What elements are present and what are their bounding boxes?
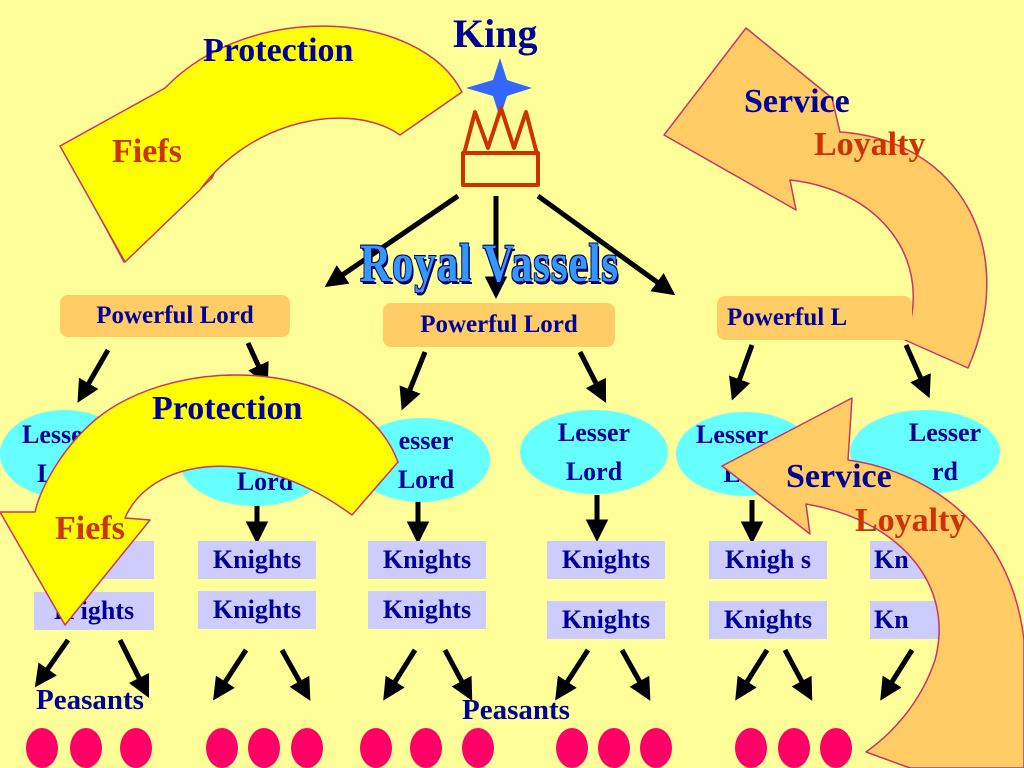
peasant-dot [70,728,102,768]
lesser-lord-6: Lesser rd [850,410,1000,494]
arrow-knights-to-peasants-2a [213,648,249,701]
royal-vassals-title: Royal Vassels [360,233,619,293]
peasant-dot [248,728,280,768]
peasants-label-1: Peasants [36,684,144,716]
arrow-plord2-to-lesser-3 [399,351,428,411]
mid-left-protection-label: Protection [152,390,303,427]
lesser-lord-4: Lesser Lord [520,410,668,494]
knights-row1-4: Knights [547,541,665,579]
mid-left-fiefs-label: Fiefs [55,510,125,547]
protection-fiefs-curved-arrow-top-body [59,25,463,263]
arrow-knights-to-peasants-1a [34,638,71,688]
arrow-plord1-to-lesser-2 [245,341,269,387]
knights-row1-3: Knights [368,541,486,579]
peasant-dot [410,728,442,768]
peasant-dot [820,728,852,768]
arrow-knights-to-peasants-6a [880,648,915,701]
arrow-plord3-to-lesser-6 [903,343,931,399]
top-left-fiefs-label: Fiefs [112,133,182,170]
peasants-label-2: Peasants [462,694,570,726]
powerful-lord-3: Powerful L [717,296,912,340]
peasant-dot [598,728,630,768]
king-label: King [453,11,538,56]
powerful-lord-2: Powerful Lord [383,303,615,347]
knights-row1-2: Knights [198,541,316,579]
knights-row2-5: Knights [709,601,827,639]
service-loyalty-curved-arrow-middle [721,397,1024,768]
knights-row1-5: Knigh s [709,541,827,579]
knights-row2-2: Knights [198,591,316,629]
protection-fiefs-curved-arrow-middle [0,374,399,626]
peasant-dot [778,728,810,768]
arrow-plord2-to-lesser-4 [577,350,607,404]
peasant-dot [360,728,392,768]
mid-right-service-label: Service [786,458,892,495]
peasant-dot [206,728,238,768]
arrow-king-to-lord-3 [536,193,676,296]
top-left-protection-label: Protection [203,32,354,69]
peasant-dot [26,728,58,768]
top-right-service-label: Service [744,83,850,120]
peasant-dot [462,728,494,768]
arrow-plord3-to-lesser-5 [729,344,755,401]
arrow-knights-to-peasants-5b [782,648,813,701]
arrow-knights-to-peasants-3a [383,648,418,701]
top-right-loyalty-label: Loyalty [814,126,926,163]
peasant-dot [640,728,672,768]
arrow-knights-to-peasants-4a [555,648,591,701]
service-loyalty-curved-arrow-top [663,27,988,369]
arrow-knights-to-peasants-1b [117,638,150,699]
arrow-knights-to-peasants-5a [735,648,770,701]
arrow-knights-to-peasants-4b [619,648,651,701]
mid-right-loyalty-label: Loyalty [855,502,967,539]
powerful-lord-1: Powerful Lord [60,295,290,337]
peasant-dot [120,728,152,768]
four-point-star-icon [466,58,532,118]
arrow-knights-to-peasants-3b [442,648,473,701]
arrow-plord1-to-lesser-1 [77,348,111,403]
peasant-dot [556,728,588,768]
arrow-king-to-lord-1 [324,193,460,288]
peasant-dot [291,728,323,768]
peasant-dot [735,728,767,768]
crown-icon [461,106,540,187]
knights-row2-4: Knights [547,601,665,639]
arrow-knights-to-peasants-2b [279,648,311,701]
knights-row2-3: Knights [368,591,486,629]
